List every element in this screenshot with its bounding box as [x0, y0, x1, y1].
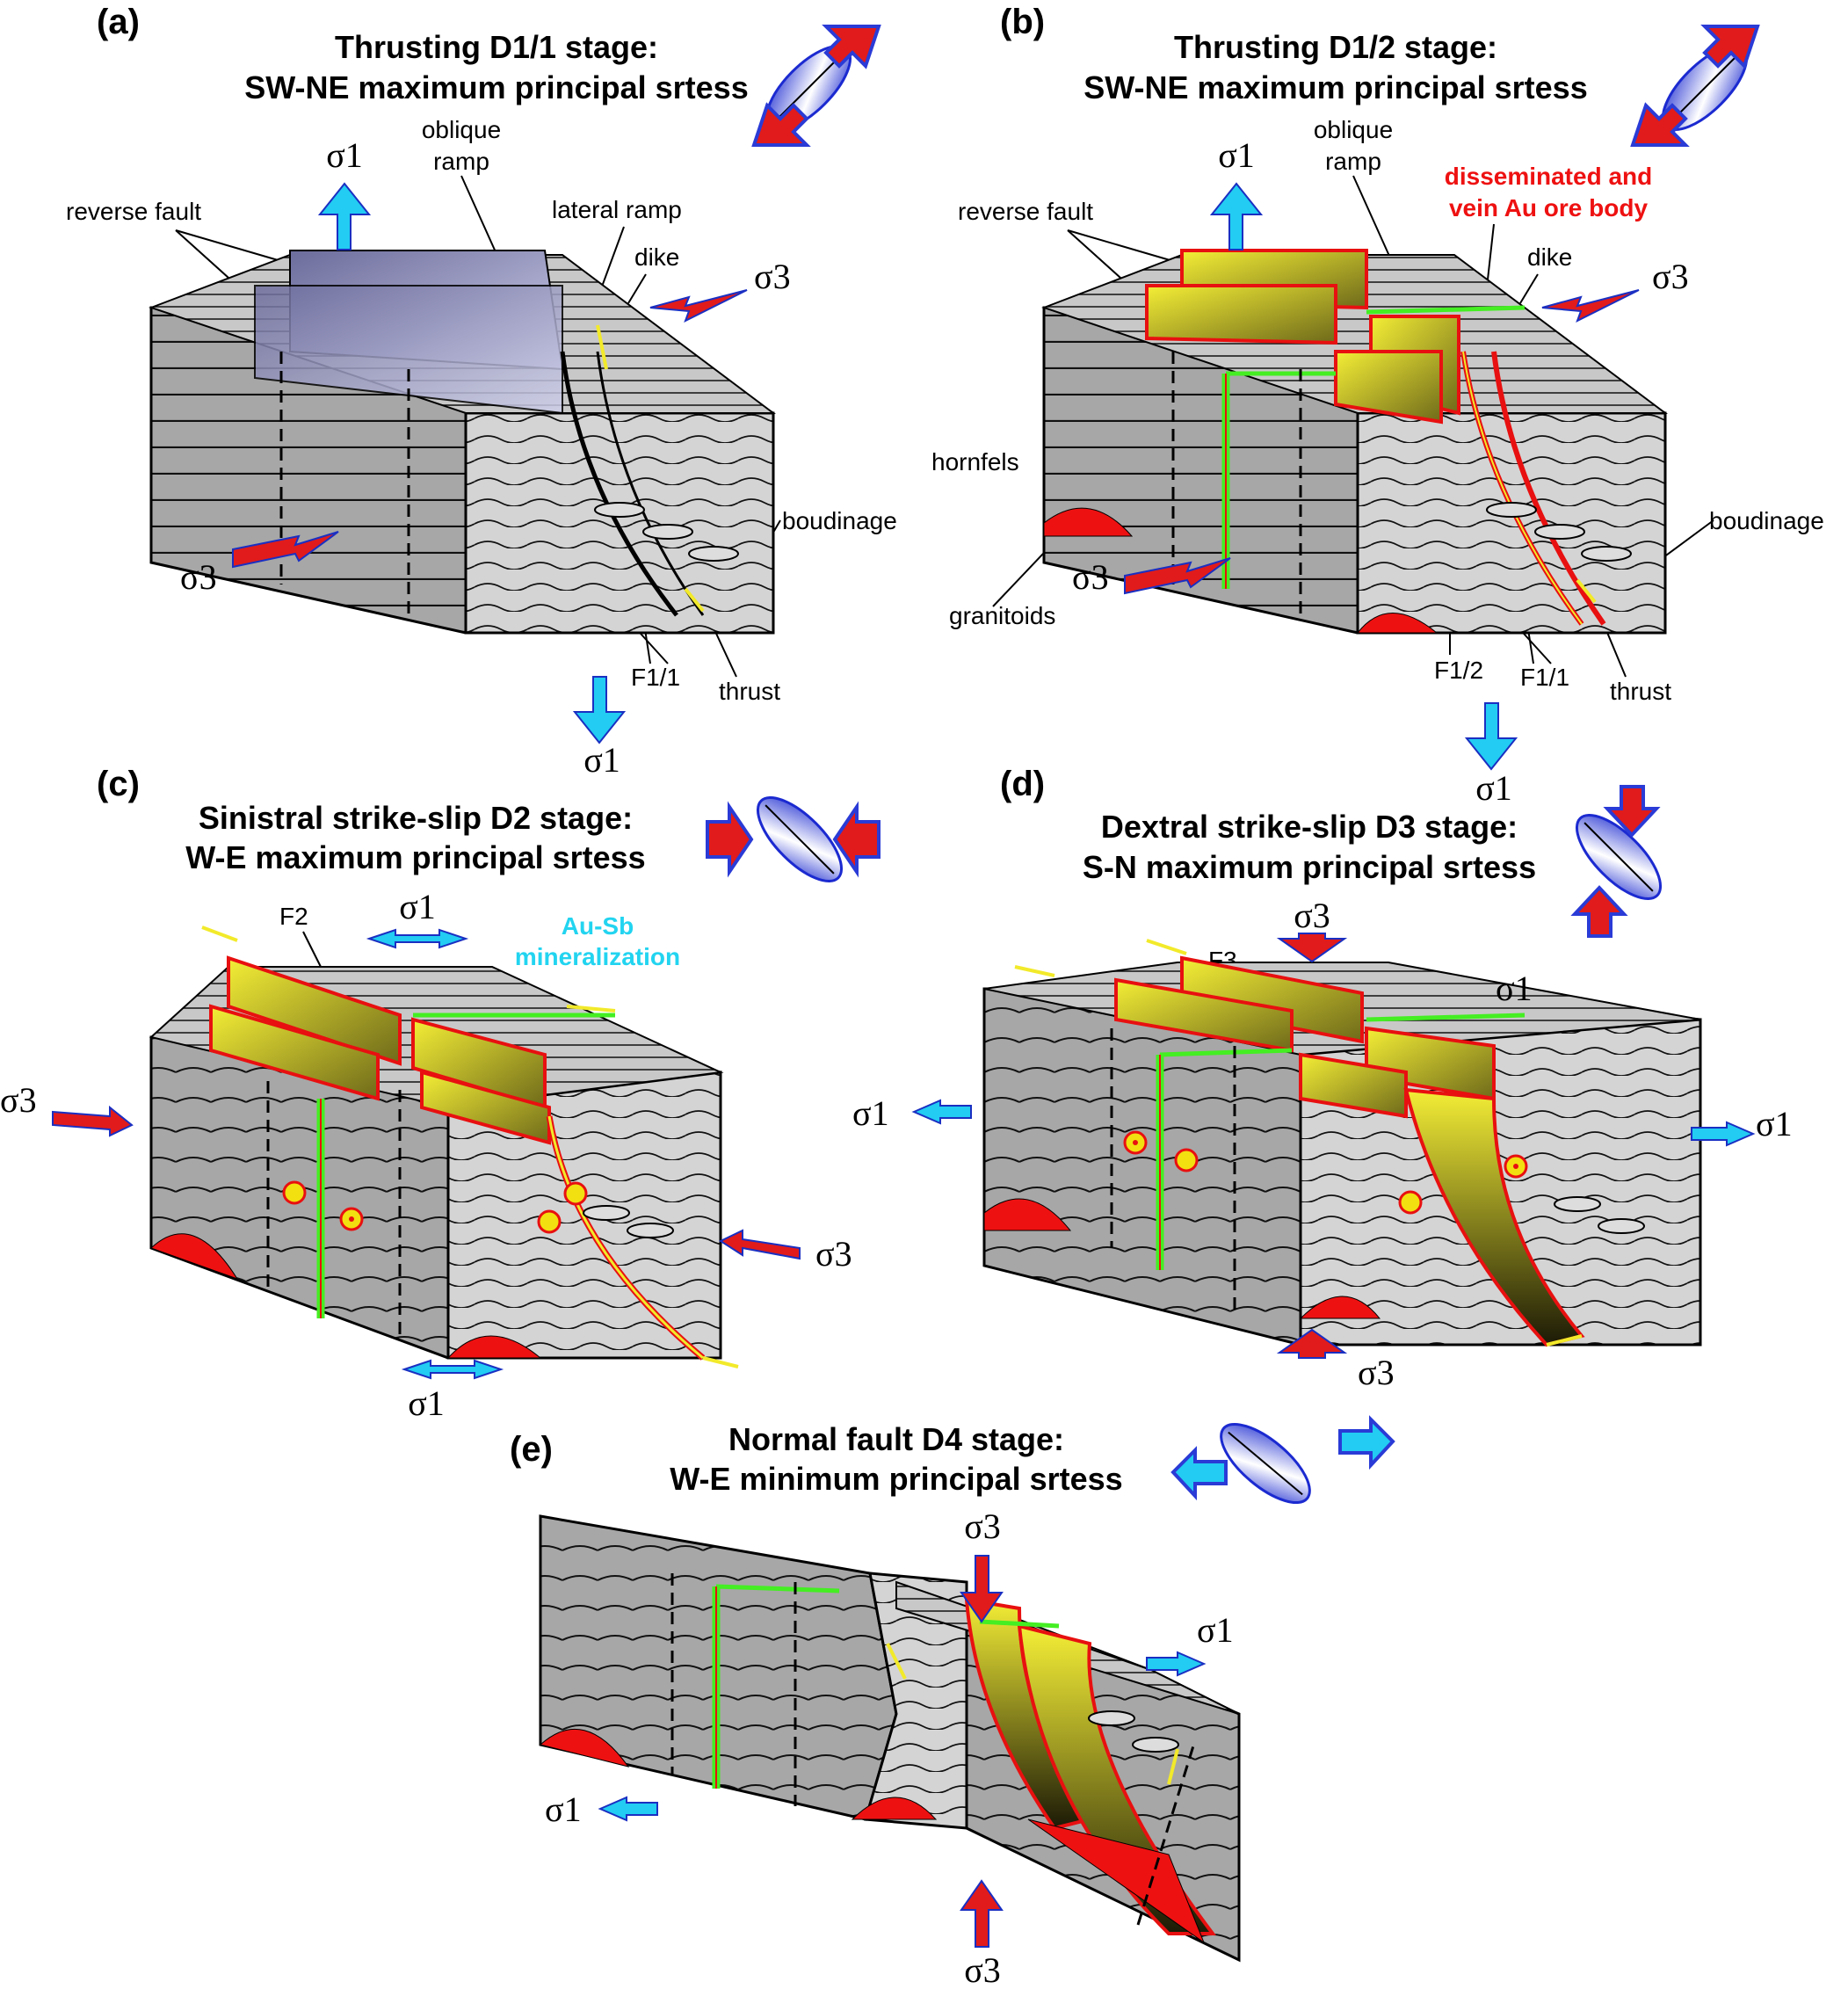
compression-arrow-icon: [1630, 25, 1760, 147]
sigma1-label-left-e: σ1: [545, 1789, 582, 1829]
block-diagram-e: [539, 1514, 1241, 1963]
label-reverse-fault-a: reverse fault: [66, 198, 201, 225]
label-boudinage-a: boudinage: [782, 507, 897, 534]
sigma3-label-right-c: σ3: [815, 1234, 852, 1274]
sigma3-label-left-a: σ3: [180, 557, 217, 597]
title-d-line1: Dextral strike-slip D3 stage:: [1101, 809, 1518, 845]
sigma3-label-bottom-e: σ3: [964, 1950, 1001, 1985]
panel-e: (e) Normal fault D4 stage: W-E minimum p…: [510, 1415, 1395, 1989]
sigma1-arrow-top-c: [366, 928, 469, 949]
panel-letter-c: (c): [97, 765, 140, 803]
panel-c: (c) Sinistral strike-slip D2 stage: W-E …: [0, 765, 881, 1423]
sigma1-arrow-top-b: [1209, 182, 1264, 250]
label-ramp-b: ramp: [1325, 148, 1381, 175]
panel-letter-a: (a): [97, 3, 140, 41]
stress-ellipse-icon: [1575, 813, 1663, 901]
sigma1-arrow-right-d: [1691, 1121, 1756, 1147]
title-b-line1: Thrusting D1/2 stage:: [1174, 29, 1497, 65]
sigma3-arrow-left-b: [1124, 557, 1231, 595]
sigma1-arrow-top-a: [317, 182, 372, 250]
title-e-line1: Normal fault D4 stage:: [728, 1421, 1064, 1457]
sigma1-arrow-bottom-c: [401, 1359, 504, 1380]
compression-arrow-icon: [706, 801, 881, 878]
label-oblique-b: oblique: [1314, 116, 1393, 143]
label-granitoids: granitoids: [949, 602, 1055, 629]
label-f2: F2: [279, 903, 308, 930]
label-f11-a: F1/1: [631, 664, 680, 691]
sigma1-arrow-left-e: [598, 1796, 658, 1822]
panel-d: (d) Dextral strike-slip D3 stage: S-N ma…: [852, 765, 1793, 1392]
label-lateral-ramp-a: lateral ramp: [552, 196, 682, 223]
sigma3-arrow-left-a: [232, 531, 339, 569]
sigma3-label-bottom-d: σ3: [1358, 1353, 1395, 1392]
sigma3-label-left-b: σ3: [1072, 557, 1109, 597]
label-dike-b: dike: [1527, 243, 1572, 271]
title-c-line1: Sinistral strike-slip D2 stage:: [199, 800, 633, 836]
label-f11-b: F1/1: [1520, 664, 1569, 691]
sigma3-arrow-right-a: [649, 289, 748, 323]
compression-arrow-icon: [1570, 785, 1661, 938]
panel-letter-e: (e): [510, 1430, 553, 1469]
block-diagram-d: [982, 939, 1702, 1347]
title-c-line2: W-E maximum principal srtess: [185, 839, 645, 875]
compression-arrow-icon: [751, 25, 881, 147]
title-a-line1: Thrusting D1/1 stage:: [335, 29, 658, 65]
panel-b: (b) Thrusting D1/2 stage: SW-NE maximum …: [931, 3, 1824, 808]
sigma1-label-top-a: σ1: [326, 135, 363, 175]
sigma3-label-left-c: σ3: [0, 1080, 37, 1120]
label-ramp-a: ramp: [433, 148, 489, 175]
title-e-line2: W-E minimum principal srtess: [670, 1461, 1122, 1497]
label-ore-body-line1: disseminated and: [1445, 163, 1653, 190]
block-diagram-c: [149, 926, 739, 1368]
label-thrust-a: thrust: [719, 678, 780, 705]
sigma3-arrow-right-b: [1541, 289, 1640, 323]
sigma1-arrow-bottom-a: [572, 676, 627, 744]
sigma3-label-right-a: σ3: [754, 257, 791, 296]
sigma1-label-upper-right-d: σ1: [1496, 969, 1533, 1008]
label-f12-b: F1/2: [1434, 657, 1483, 684]
sigma1-arrow-bottom-b: [1464, 702, 1518, 771]
panel-a: (a) Thrusting D1/1 stage: SW-NE maximum …: [66, 3, 897, 780]
sigma1-arrow-right-e: [1146, 1651, 1207, 1677]
sigma1-label-bottom-b: σ1: [1475, 768, 1512, 808]
title-a-line2: SW-NE maximum principal srtess: [244, 69, 748, 105]
panel-letter-b: (b): [1000, 3, 1045, 41]
sigma3-label-top-d: σ3: [1294, 896, 1330, 935]
block-diagram-b: [1041, 249, 1668, 635]
sigma1-label-right-d: σ1: [1756, 1104, 1793, 1143]
label-ausb-line2: mineralization: [515, 943, 680, 970]
sigma3-arrow-top-d: [1276, 933, 1348, 963]
stress-ellipse-icon: [1220, 1422, 1311, 1505]
label-boudinage-b: boudinage: [1709, 507, 1824, 534]
sigma1-label-top-c: σ1: [399, 887, 436, 926]
sigma3-arrow-bottom-d: [1276, 1328, 1348, 1359]
sigma1-label-right-e: σ1: [1197, 1610, 1234, 1650]
title-d-line2: S-N maximum principal srtess: [1083, 849, 1536, 885]
sigma3-arrow-bottom-e: [960, 1879, 1004, 1948]
label-dike-a: dike: [634, 243, 679, 271]
label-reverse-fault-b: reverse fault: [958, 198, 1093, 225]
label-oblique-a: oblique: [422, 116, 501, 143]
sigma3-arrow-top-e: [960, 1555, 1004, 1623]
panel-letter-d: (d): [1000, 765, 1045, 803]
title-b-line2: SW-NE maximum principal srtess: [1083, 69, 1587, 105]
label-hornfels: hornfels: [931, 448, 1019, 475]
sigma1-label-left-d: σ1: [852, 1093, 889, 1133]
sigma3-label-top-e: σ3: [964, 1506, 1001, 1546]
label-thrust-b: thrust: [1610, 678, 1671, 705]
sigma3-arrow-left-c: [52, 1105, 134, 1137]
extension-arrow-icon: [1170, 1415, 1395, 1501]
label-ausb-line1: Au-Sb: [562, 912, 634, 940]
sigma3-label-right-b: σ3: [1652, 257, 1689, 296]
sigma1-arrow-left-d: [911, 1099, 972, 1125]
label-ore-body-line2: vein Au ore body: [1449, 194, 1649, 221]
sigma1-label-bottom-a: σ1: [583, 740, 620, 780]
stress-ellipse-icon: [756, 795, 844, 883]
sigma1-label-bottom-c: σ1: [408, 1383, 445, 1423]
sigma1-label-top-b: σ1: [1218, 135, 1255, 175]
sigma3-arrow-right-c: [718, 1229, 801, 1260]
